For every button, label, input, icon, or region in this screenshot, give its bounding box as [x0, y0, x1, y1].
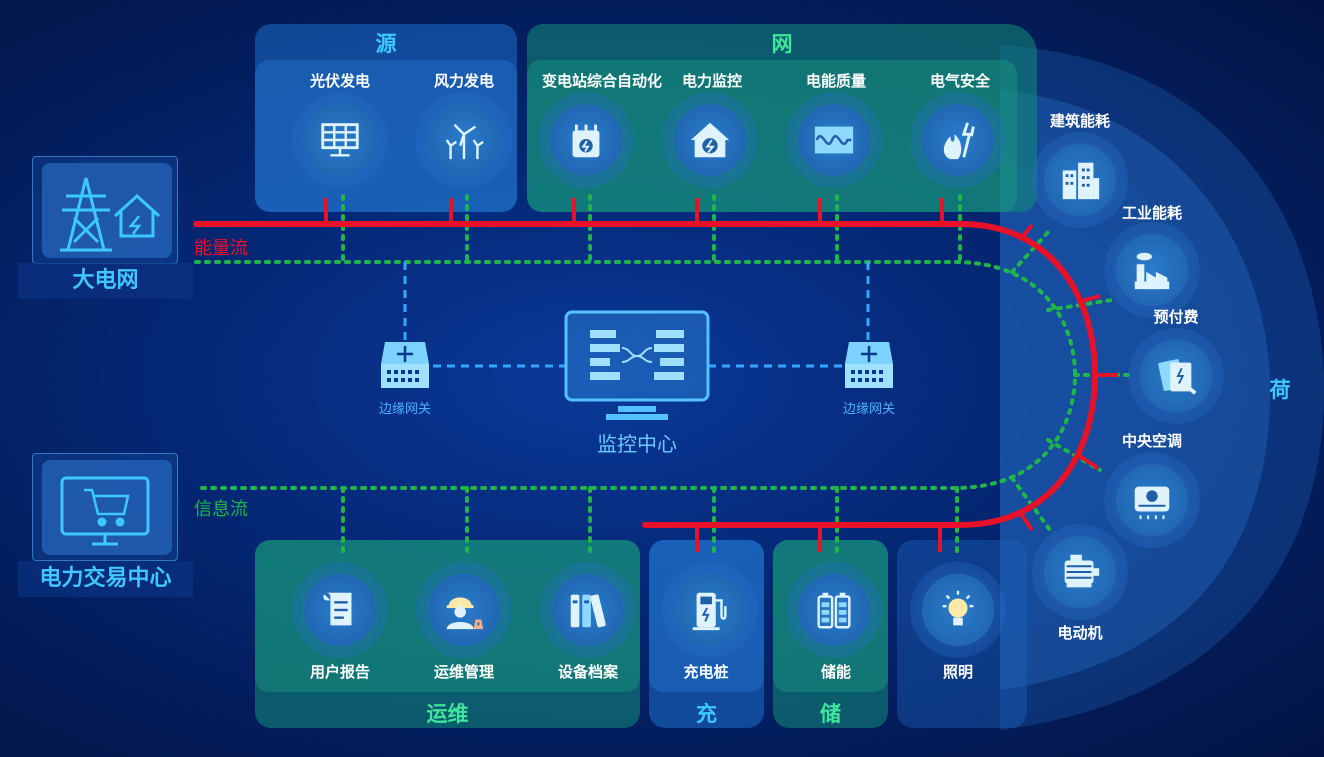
load-item-label: 建筑能耗 — [1049, 112, 1110, 130]
substation-icon[interactable] — [538, 92, 634, 188]
left-gateway-icon — [381, 342, 429, 388]
network-item-label: 电能质量 — [805, 72, 866, 90]
fire-safety-icon[interactable] — [910, 92, 1006, 188]
monitor-center-icon — [564, 310, 710, 420]
solar-panel-icon[interactable] — [292, 92, 388, 188]
right-gateway-label: 边缘网关 — [842, 402, 895, 417]
load-title: 荷 — [1269, 378, 1291, 402]
network-item-label: 变电站综合自动化 — [541, 72, 662, 90]
storage-title: 储 — [820, 702, 841, 726]
report-scroll-icon[interactable] — [292, 562, 388, 658]
trading-tile — [42, 460, 172, 555]
worker-icon[interactable] — [416, 562, 512, 658]
storage-item-label: 储能 — [820, 663, 851, 681]
bulb-icon[interactable] — [910, 562, 1006, 658]
ops-item-label: 运维管理 — [433, 663, 494, 681]
load-item-label: 预付费 — [1153, 308, 1199, 326]
info-flow-label: 信息流 — [194, 499, 248, 520]
network-title: 网 — [771, 32, 793, 56]
grid-label: 大电网 — [18, 263, 193, 299]
battery-icon[interactable] — [786, 562, 882, 658]
factory-icon[interactable] — [1104, 222, 1200, 318]
load-item-label: 电动机 — [1057, 624, 1103, 642]
binders-icon[interactable] — [540, 562, 636, 658]
trading-label: 电力交易中心 — [18, 561, 193, 597]
energy-flow-label: 能量流 — [194, 238, 248, 259]
motor-icon[interactable] — [1032, 524, 1128, 620]
load-item-label: 中央空调 — [1121, 432, 1182, 450]
charging-pile-icon[interactable] — [662, 562, 758, 658]
source-item-label: 光伏发电 — [309, 72, 370, 90]
left-gateway-label: 边缘网关 — [378, 402, 431, 417]
waveform-icon[interactable] — [786, 92, 882, 188]
load-item-label: 工业能耗 — [1121, 204, 1182, 222]
right-gateway-icon — [845, 342, 893, 388]
building-icon[interactable] — [1032, 132, 1128, 228]
source-item-label: 风力发电 — [433, 72, 494, 90]
ops-title: 运维 — [426, 702, 469, 726]
ops-item-label: 设备档案 — [557, 663, 618, 681]
charge-item-label: 充电桩 — [683, 663, 729, 681]
source-title: 源 — [375, 32, 397, 56]
prepaid-card-icon[interactable] — [1128, 328, 1224, 424]
monitor-center-label: 监控中心 — [597, 432, 677, 456]
air-conditioner-icon[interactable] — [1104, 452, 1200, 548]
network-item-label: 电气安全 — [929, 72, 990, 90]
ops-item-label: 用户报告 — [309, 663, 370, 681]
load-item-label: 照明 — [942, 663, 973, 681]
network-item-label: 电力监控 — [681, 72, 742, 90]
power-monitor-icon[interactable] — [662, 92, 758, 188]
charge-title: 充 — [696, 702, 717, 726]
wind-turbine-icon[interactable] — [416, 92, 512, 188]
